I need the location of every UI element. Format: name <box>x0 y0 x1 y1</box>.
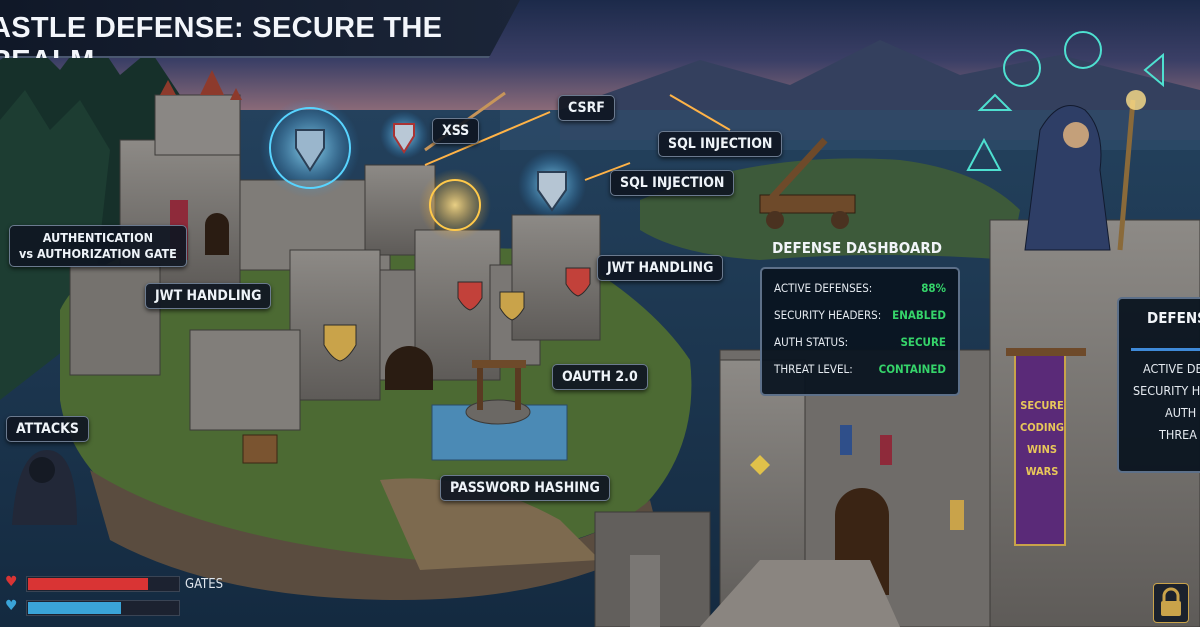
mana-bar <box>26 600 180 616</box>
dashboard-row-label: AUTH STATUS: <box>774 335 849 349</box>
dashboard-partial-line: ACTIVE DE <box>1143 361 1200 376</box>
label-attacks: ATTACKS <box>6 416 89 442</box>
lock-button[interactable] <box>1153 583 1189 623</box>
dashboard-row-threat-level: THREAT LEVEL: CONTAINED <box>774 362 946 376</box>
bridge <box>700 560 900 627</box>
dashboard-partial-title: DEFENS <box>1147 309 1200 327</box>
dashboard-row-value: CONTAINED <box>878 362 946 376</box>
label-sql-injection-1: SQL INJECTION <box>658 131 783 157</box>
dashboard-panel: ACTIVE DEFENSES: 88% SECURITY HEADERS: E… <box>760 267 960 396</box>
mana-bar-fill <box>28 602 121 614</box>
defense-dashboard-partial: DEFENS ACTIVE DE SECURITY H AUTH THREA <box>1117 297 1200 473</box>
war-banner: SECURE CODING WINS WARS <box>1019 395 1065 483</box>
dashboard-row-label: SECURITY HEADERS: <box>774 308 882 322</box>
label-auth-gate-line1: AUTHENTICATION <box>42 230 154 245</box>
dashboard-partial-line: SECURITY H <box>1133 383 1200 398</box>
cliff <box>90 470 660 600</box>
label-sql-injection-2: SQL INJECTION <box>610 170 735 196</box>
gates-label: GATES <box>185 577 224 592</box>
catapult <box>759 137 856 229</box>
dashboard-partial-line: AUTH <box>1165 405 1197 420</box>
dashboard-row-auth-status: AUTH STATUS: SECURE <box>774 335 946 349</box>
dashboard-row-value: SECURE <box>900 335 946 349</box>
banner-line: WINS <box>1026 443 1057 456</box>
magic-shields <box>260 98 586 241</box>
mana-heart-icon: ♥ <box>5 598 18 614</box>
dashboard-partial-line: THREA <box>1159 427 1197 442</box>
lock-icon <box>1161 587 1181 616</box>
label-auth-gate: AUTHENTICATION vs AUTHORIZATION GATE <box>9 225 187 267</box>
left-castle <box>119 70 242 291</box>
dashboard-title: DEFENSE DASHBOARD <box>772 239 942 257</box>
dashboard-row-active-defenses: ACTIVE DEFENSES: 88% <box>774 281 946 295</box>
heart-icon: ♥ <box>5 574 18 590</box>
label-csrf: CSRF <box>558 95 615 121</box>
dashboard-row-security-headers: SECURITY HEADERS: ENABLED <box>774 308 946 322</box>
banner-line: CODING <box>1020 421 1064 434</box>
dashboard-row-label: THREAT LEVEL: <box>774 362 853 376</box>
page-title: ASTLE DEFENSE: SECURE THE REALM <box>0 12 443 58</box>
wizard <box>1024 90 1146 251</box>
hooded-attacker <box>12 450 77 525</box>
health-bar-fill <box>28 578 148 590</box>
label-xss: XSS <box>432 118 480 144</box>
banner-line: WARS <box>1025 465 1059 478</box>
well <box>431 360 568 461</box>
label-jwt-handling-right: JWT HANDLING <box>597 255 724 281</box>
dashboard-row-value: ENABLED <box>892 308 946 322</box>
crate <box>242 434 278 464</box>
title-banner: ASTLE DEFENSE: SECURE THE REALM <box>0 0 520 58</box>
label-password-hashing: PASSWORD HASHING <box>440 475 610 501</box>
label-auth-gate-line2: vs AUTHORIZATION GATE <box>19 246 177 261</box>
dashboard-row-value: 88% <box>921 281 946 295</box>
label-jwt-handling-left: JWT HANDLING <box>145 283 272 309</box>
health-bar <box>26 576 180 592</box>
dashboard-row-label: ACTIVE DEFENSES: <box>774 281 873 295</box>
banner-line: SECURE <box>1020 399 1064 412</box>
player-hud: ♥ ♥ <box>0 567 240 627</box>
label-oauth: OAUTH 2.0 <box>552 364 648 390</box>
dashboard-partial-divider <box>1131 348 1200 351</box>
rune-symbols <box>966 31 1164 171</box>
